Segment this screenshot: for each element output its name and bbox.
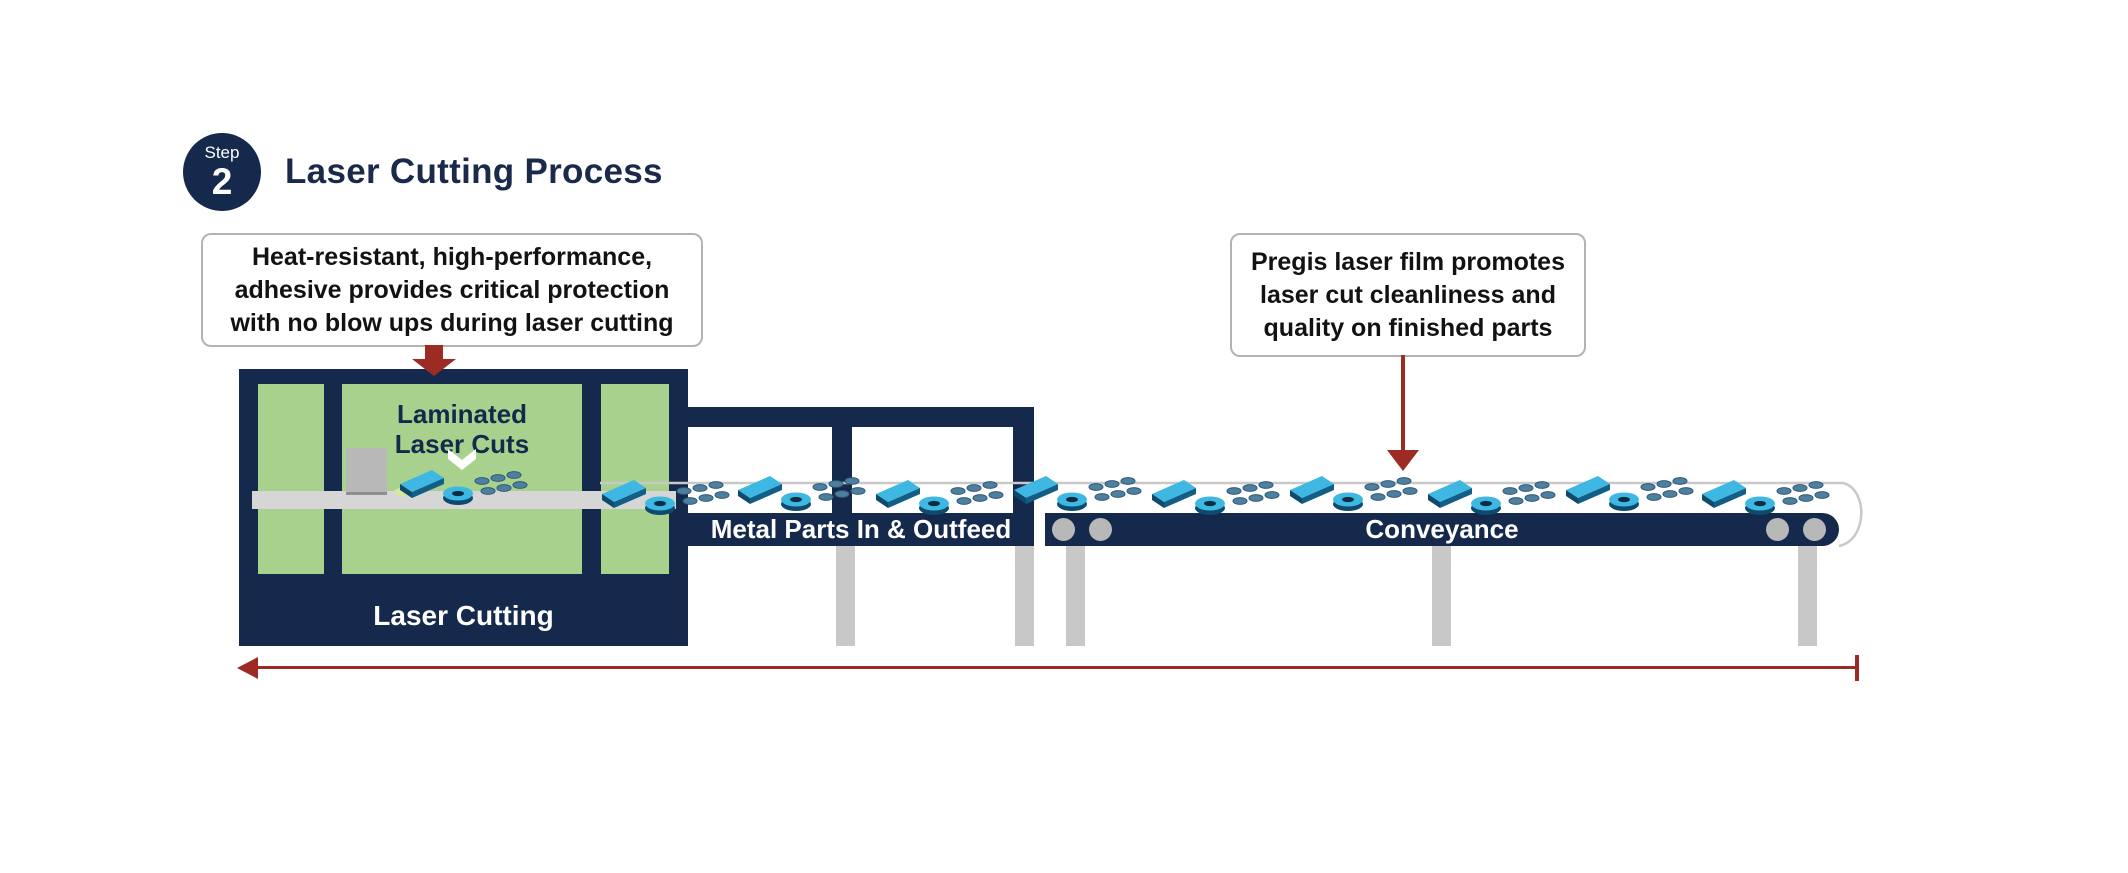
gantry-top-bar: [688, 407, 1034, 427]
gantry-post: [1013, 427, 1034, 513]
callout-line: quality on finished parts: [1263, 313, 1553, 342]
callout-line: with no blow ups during laser cutting: [230, 308, 674, 337]
gantry-post: [832, 427, 852, 513]
page-title: Laser Cutting Process: [285, 152, 663, 191]
conveyor-parts-group: [875, 479, 1004, 516]
conveyor-parts-group: [1427, 479, 1556, 516]
dimension-tick-right: [1855, 655, 1859, 681]
callout-laser-film-quality: Pregis laser film promotes laser cut cle…: [1230, 233, 1586, 357]
laser-head: [346, 448, 387, 495]
roller-wheel: [1089, 518, 1112, 541]
laser-cutting-machine: Laminated Laser Cuts Laser Cutting: [239, 369, 688, 646]
support-leg: [1798, 546, 1817, 646]
roller-wheel: [1052, 518, 1075, 541]
down-arrow-icon: [1401, 355, 1405, 450]
conveyor-parts-group: [1701, 479, 1830, 516]
dimension-arrow-left: [237, 657, 258, 679]
support-leg: [1015, 546, 1034, 646]
support-leg: [1432, 546, 1451, 646]
label-line: Laminated: [396, 399, 528, 429]
conveyance-label: Conveyance: [1365, 514, 1519, 544]
infeed-label: Metal Parts In & Outfeed: [710, 514, 1012, 544]
infeed-bar: Metal Parts In & Outfeed: [688, 513, 1034, 546]
callout-line: Pregis laser film promotes: [1250, 247, 1565, 276]
laser-cutting-label: Laser Cutting: [373, 600, 554, 631]
down-arrow-icon: [425, 345, 443, 359]
conveyor-parts-group: [1565, 475, 1694, 512]
callout-line: Heat-resistant, high-performance,: [251, 242, 653, 271]
machine-belt: [252, 491, 676, 509]
conveyor-parts-group: [1151, 479, 1280, 516]
roller-wheel: [1803, 518, 1826, 541]
step-badge-number: 2: [211, 161, 233, 202]
machine-window: [258, 384, 324, 574]
support-leg: [1066, 546, 1085, 646]
callout-line: adhesive provides critical protection: [234, 275, 670, 304]
callout-adhesive-protection: Heat-resistant, high-performance, adhesi…: [201, 233, 703, 347]
roller-wheel: [1766, 518, 1789, 541]
conveyor-parts-group: [1289, 475, 1418, 512]
down-arrow-icon: [412, 359, 456, 376]
support-leg: [836, 546, 855, 646]
callout-line: laser cut cleanliness and: [1260, 280, 1556, 309]
laminated-laser-cuts-label: Laminated Laser Cuts: [342, 399, 582, 460]
step-badge-label: Step: [204, 143, 240, 162]
step-badge: Step 2: [183, 133, 261, 211]
dimension-line: [258, 666, 1855, 669]
belt-end-curve: [1838, 481, 1863, 548]
label-line: Laser Cuts: [394, 428, 530, 459]
conveyance-bar: Conveyance: [1045, 513, 1839, 546]
machine-window: [601, 384, 669, 574]
down-arrow-icon: [1387, 450, 1419, 471]
